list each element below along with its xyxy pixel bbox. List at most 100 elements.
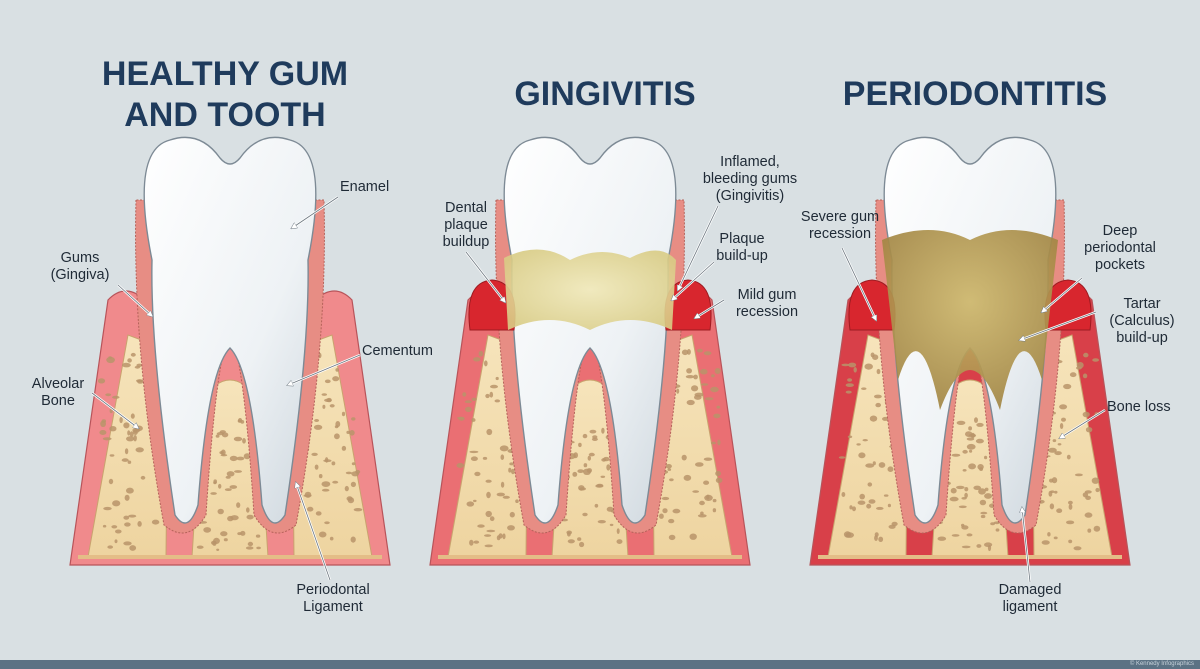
bone-pore bbox=[715, 477, 723, 483]
bone-pore bbox=[848, 362, 857, 368]
bone-pore bbox=[962, 469, 967, 472]
bone-pore bbox=[121, 458, 129, 462]
bone-pore bbox=[616, 539, 623, 544]
bone-pore bbox=[502, 495, 510, 499]
bone-pore bbox=[1051, 477, 1058, 484]
label-tartar: Tartar (Calculus) build-up bbox=[1109, 296, 1175, 346]
bone-pore bbox=[464, 400, 472, 404]
bone-pore bbox=[968, 426, 972, 431]
bone-pore bbox=[140, 475, 146, 480]
bone-pore bbox=[704, 397, 714, 401]
bone-pore bbox=[215, 434, 220, 438]
bone-pore bbox=[683, 474, 692, 481]
bone-pore bbox=[1056, 508, 1063, 513]
bone-pore bbox=[676, 388, 680, 394]
bone-pore bbox=[102, 437, 112, 441]
arrow-pointer-icon bbox=[292, 196, 339, 228]
bone-pore bbox=[685, 375, 695, 379]
bone-pore bbox=[484, 544, 493, 548]
arrow-pointer-icon bbox=[841, 247, 876, 320]
bone-pore bbox=[465, 406, 472, 412]
bone-pore bbox=[130, 352, 136, 357]
bone-pore bbox=[694, 392, 704, 397]
bone-pore bbox=[334, 433, 340, 440]
bone-pore bbox=[128, 514, 137, 518]
bone-pore bbox=[515, 499, 519, 504]
bone-pore bbox=[321, 488, 330, 492]
bone-pore bbox=[509, 462, 515, 466]
bone-pore bbox=[203, 527, 212, 533]
bone-pore bbox=[577, 537, 582, 541]
bone-pore bbox=[995, 528, 1000, 532]
bone-pore bbox=[966, 443, 976, 450]
bone-pore bbox=[474, 471, 481, 477]
bone-pore bbox=[968, 463, 976, 470]
bone-pore bbox=[1066, 454, 1071, 460]
arrow-pointer-icon bbox=[465, 251, 505, 302]
bone-pore bbox=[703, 457, 713, 461]
bone-pore bbox=[577, 469, 584, 473]
bone-pore bbox=[109, 426, 117, 432]
bone-pore bbox=[107, 545, 113, 549]
bone-pore bbox=[984, 493, 993, 499]
bone-pore bbox=[951, 534, 960, 537]
bone-pore bbox=[484, 534, 492, 537]
gingivitis-panel-art bbox=[429, 136, 751, 566]
bone-pore bbox=[1084, 490, 1092, 494]
arrow-pointer-icon bbox=[1042, 277, 1083, 312]
arrow-pointer-icon bbox=[296, 483, 331, 581]
bone-pore bbox=[304, 491, 312, 498]
bone-pore bbox=[579, 487, 586, 491]
bone-pore bbox=[355, 469, 361, 474]
bone-pore bbox=[325, 457, 329, 463]
bone-pore bbox=[878, 462, 886, 468]
bone-pore bbox=[495, 376, 499, 381]
bone-pore bbox=[594, 503, 599, 508]
bone-pore bbox=[699, 500, 705, 506]
bone-pore bbox=[703, 480, 710, 485]
label-plaque-buildup: Plaque build-up bbox=[716, 231, 768, 264]
bone-pore bbox=[888, 524, 896, 529]
tooth bbox=[143, 136, 317, 524]
bone-pore bbox=[478, 350, 484, 357]
bone-pore bbox=[311, 452, 318, 456]
panel-title-healthy: HEALTHY GUM AND TOOTH bbox=[101, 55, 349, 134]
bone-pore bbox=[321, 393, 327, 396]
bone-pore bbox=[1054, 490, 1058, 494]
bone-pore bbox=[471, 418, 476, 422]
bone-pore bbox=[109, 454, 115, 457]
bone-base bbox=[818, 555, 1122, 559]
bone-pore bbox=[875, 402, 881, 408]
bone-pore bbox=[567, 539, 575, 544]
bone-pore bbox=[849, 505, 853, 510]
bone-pore bbox=[511, 468, 515, 475]
bone-pore bbox=[597, 520, 606, 524]
bone-pore bbox=[966, 533, 973, 537]
bone-pore bbox=[331, 461, 336, 466]
label-damaged-ligament: Damaged ligament bbox=[998, 582, 1062, 615]
bone-pore bbox=[961, 523, 965, 527]
bone-pore bbox=[865, 463, 875, 468]
bone-pore bbox=[697, 348, 703, 353]
bone-pore bbox=[857, 500, 866, 505]
bone-pore bbox=[469, 539, 474, 546]
bone-pore bbox=[874, 535, 878, 541]
bone-pore bbox=[1061, 417, 1066, 422]
bone-pore bbox=[697, 514, 707, 518]
label-bone-loss: Bone loss bbox=[1107, 399, 1171, 415]
bone-pore bbox=[314, 419, 320, 422]
bone-pore bbox=[1049, 503, 1055, 510]
bone-pore bbox=[500, 481, 505, 488]
bone-pore bbox=[242, 438, 246, 444]
bone-pore bbox=[852, 506, 856, 512]
bone-pore bbox=[661, 496, 670, 501]
bone-pore bbox=[845, 390, 852, 394]
arrow-pointer-icon bbox=[288, 354, 361, 385]
bone-pore bbox=[591, 437, 598, 441]
bone-pore bbox=[108, 356, 112, 359]
bone-pore bbox=[456, 463, 465, 468]
bone-pore bbox=[1082, 373, 1088, 379]
bone-pore bbox=[486, 428, 493, 436]
bone-pore bbox=[347, 497, 355, 504]
bone-pore bbox=[1068, 500, 1073, 505]
